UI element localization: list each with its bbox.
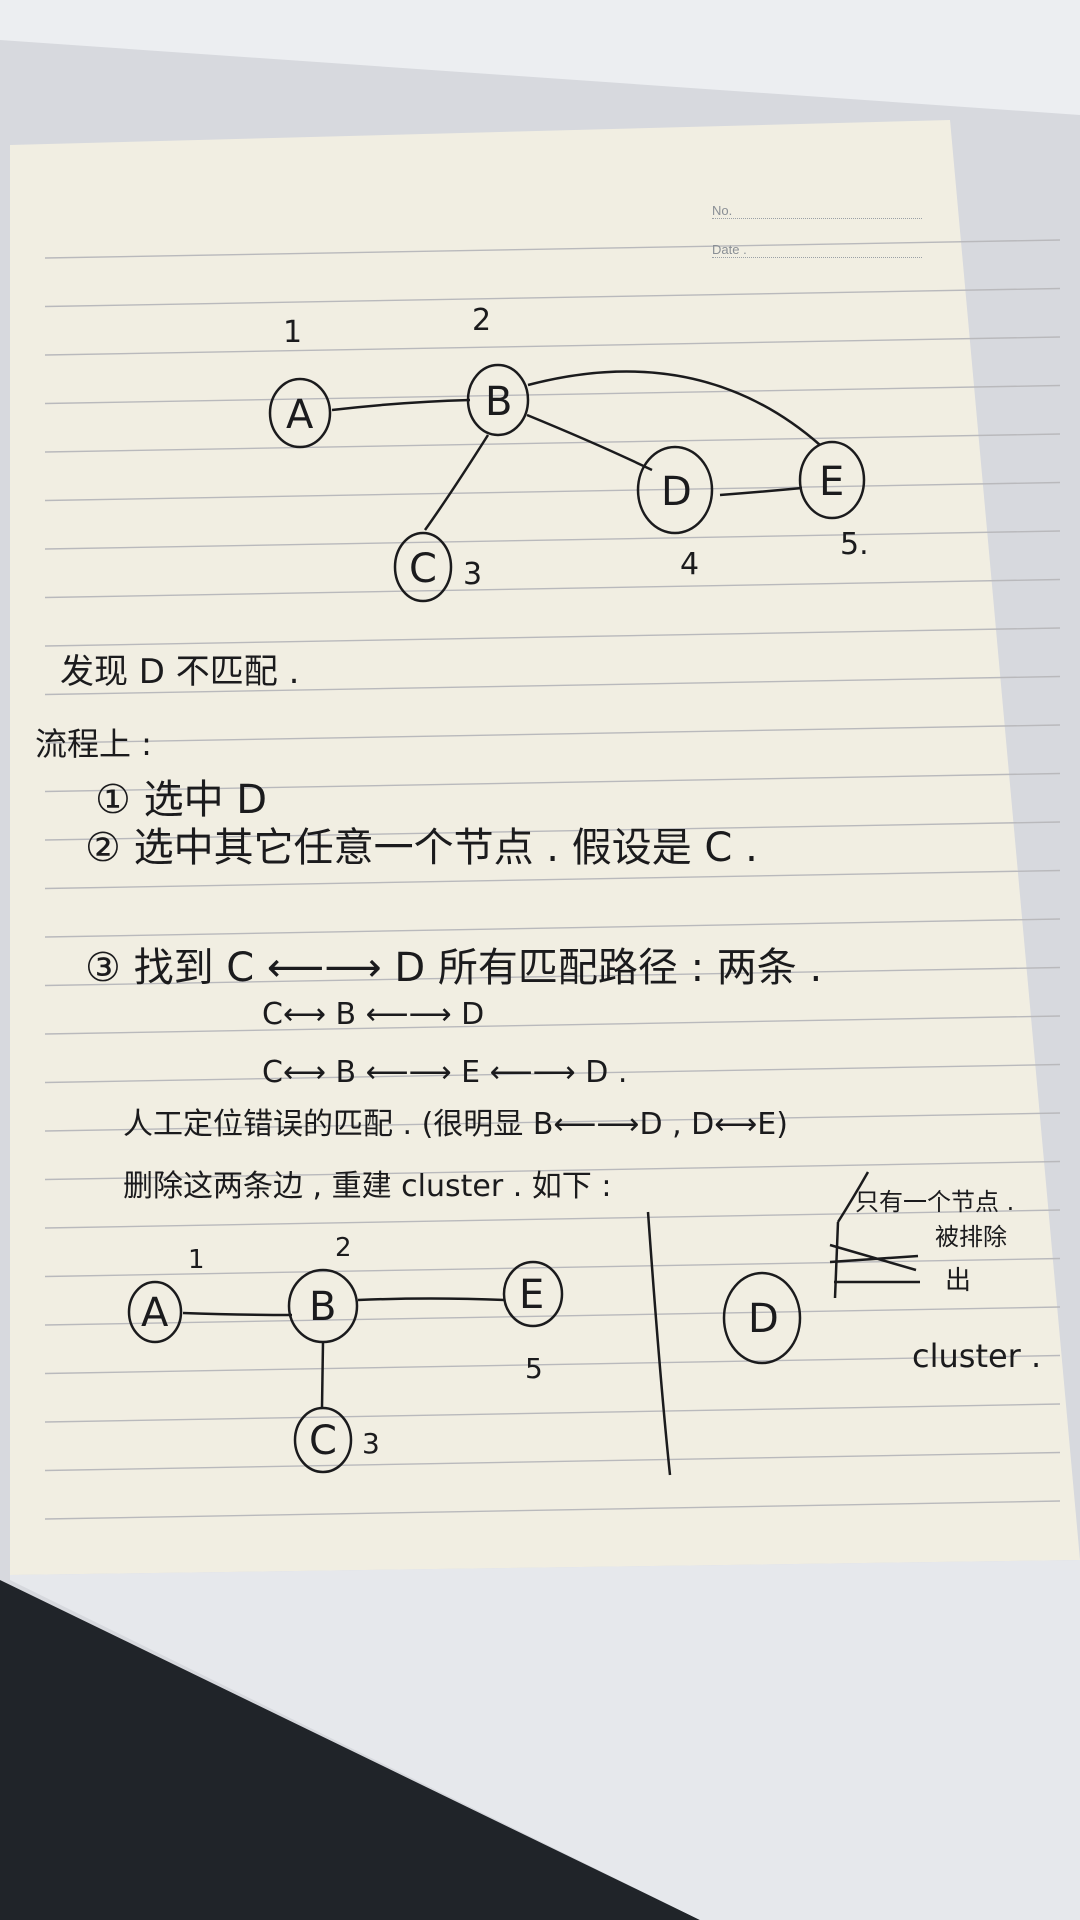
paper-stack bbox=[0, 0, 1080, 115]
ruled-line bbox=[44, 1500, 1061, 1520]
ruled-line bbox=[44, 724, 1061, 744]
ruled-line bbox=[44, 1160, 1061, 1181]
ruled-line bbox=[44, 433, 1061, 453]
node-e-label: E bbox=[819, 459, 844, 505]
no-field: No. bbox=[712, 188, 922, 219]
ruled-line bbox=[44, 336, 1061, 356]
node-b-number: 2 bbox=[472, 303, 492, 338]
node2-a-circle bbox=[127, 1280, 183, 1344]
node-b-circle bbox=[466, 363, 530, 437]
edge2-b-e bbox=[357, 1297, 506, 1302]
node-a-circle bbox=[268, 377, 332, 449]
node2-a-label: A bbox=[141, 1290, 169, 1336]
node-d-label: D bbox=[661, 469, 692, 515]
ruled-line bbox=[44, 918, 1061, 938]
node2-e-number: 5 bbox=[525, 1352, 543, 1385]
node-e-circle bbox=[798, 440, 866, 520]
ruled-line bbox=[44, 772, 1061, 793]
node2-d-circle bbox=[722, 1271, 802, 1365]
ruled-line bbox=[44, 869, 1061, 890]
ruled-line bbox=[44, 966, 1061, 987]
node2-d-label: D bbox=[748, 1296, 779, 1342]
side-note-bracket bbox=[833, 1171, 870, 1299]
note-path-2: C⟷ B ⟵⟶ E ⟵⟶ D . bbox=[262, 1055, 628, 1090]
note-steps-title: 流程上 : bbox=[35, 725, 152, 763]
side-note-line-4: cluster . bbox=[912, 1337, 1042, 1375]
node-b-label: B bbox=[485, 379, 512, 425]
node2-b-number: 2 bbox=[335, 1233, 352, 1263]
note-step-3: ③ 找到 C ⟵⟶ D 所有匹配路径 : 两条 . bbox=[85, 945, 823, 991]
desk-shadow bbox=[0, 1580, 700, 1920]
node-c-number: 3 bbox=[463, 557, 483, 592]
edge-b-d bbox=[526, 413, 653, 472]
edge2-b-c bbox=[320, 1341, 325, 1409]
node-d-circle bbox=[636, 445, 714, 535]
ruled-line bbox=[44, 1403, 1061, 1423]
side-note-line-3: 出 bbox=[945, 1266, 972, 1296]
note-finding: 发现 D 不匹配 . bbox=[60, 652, 300, 692]
strikethrough-marks bbox=[829, 1243, 920, 1284]
page-header: No. Date . bbox=[712, 188, 922, 266]
ruled-line bbox=[44, 675, 1061, 696]
ruled-line bbox=[44, 1063, 1061, 1084]
node-e-number: 5. bbox=[840, 527, 869, 562]
ruled-line bbox=[44, 239, 1061, 259]
edge-b-c bbox=[423, 434, 490, 531]
node2-c-label: C bbox=[309, 1418, 337, 1464]
date-field: Date . bbox=[712, 227, 922, 258]
node-c-circle bbox=[393, 531, 453, 603]
node2-e-label: E bbox=[519, 1272, 544, 1318]
ruled-line bbox=[44, 481, 1061, 502]
ruled-line bbox=[44, 627, 1061, 647]
node2-c-number: 3 bbox=[362, 1427, 380, 1460]
node2-b-label: B bbox=[309, 1284, 336, 1330]
ruled-line bbox=[44, 1112, 1061, 1132]
ruled-line bbox=[44, 1015, 1061, 1035]
edge-b-e bbox=[527, 370, 821, 446]
note-step-2: ② 选中其它任意一个节点 . 假设是 C . bbox=[85, 825, 758, 871]
ruled-line bbox=[44, 384, 1061, 405]
note-delete: 删除这两条边 , 重建 cluster . 如下 : bbox=[123, 1169, 612, 1204]
node2-b-circle bbox=[287, 1268, 359, 1344]
ruled-line bbox=[44, 530, 1061, 550]
date-label: Date . bbox=[712, 242, 747, 257]
node2-e-circle bbox=[502, 1260, 564, 1328]
node-d-number: 4 bbox=[680, 547, 700, 582]
note-manual: 人工定位错误的匹配 . (很明显 B⟵⟶D , D⟷E) bbox=[123, 1107, 788, 1142]
no-label: No. bbox=[712, 203, 733, 218]
note-step-1: ① 选中 D bbox=[95, 777, 268, 823]
paper-sheet bbox=[10, 1560, 1080, 1920]
note-path-1: C⟷ B ⟵⟶ D bbox=[262, 997, 485, 1032]
ruled-line bbox=[44, 1451, 1061, 1472]
node2-a-number: 1 bbox=[188, 1245, 205, 1275]
ruled-line bbox=[44, 821, 1061, 841]
side-note-line-2: 被排除 bbox=[935, 1223, 1007, 1251]
edge-d-e bbox=[719, 486, 803, 497]
edge2-a-b bbox=[182, 1311, 293, 1317]
edge-a-b bbox=[331, 398, 471, 412]
node2-c-circle bbox=[293, 1406, 353, 1474]
divider-line bbox=[646, 1211, 672, 1476]
node-a-number: 1 bbox=[283, 315, 303, 350]
ruled-line bbox=[44, 1354, 1061, 1375]
notebook-page bbox=[10, 120, 1080, 1575]
side-note-line-1: 只有一个节点 . bbox=[855, 1188, 1015, 1216]
ruled-line bbox=[44, 578, 1061, 599]
node-a-label: A bbox=[286, 392, 314, 438]
ruled-line bbox=[44, 287, 1061, 308]
node-c-label: C bbox=[409, 546, 437, 592]
ruled-line bbox=[44, 1209, 1061, 1229]
